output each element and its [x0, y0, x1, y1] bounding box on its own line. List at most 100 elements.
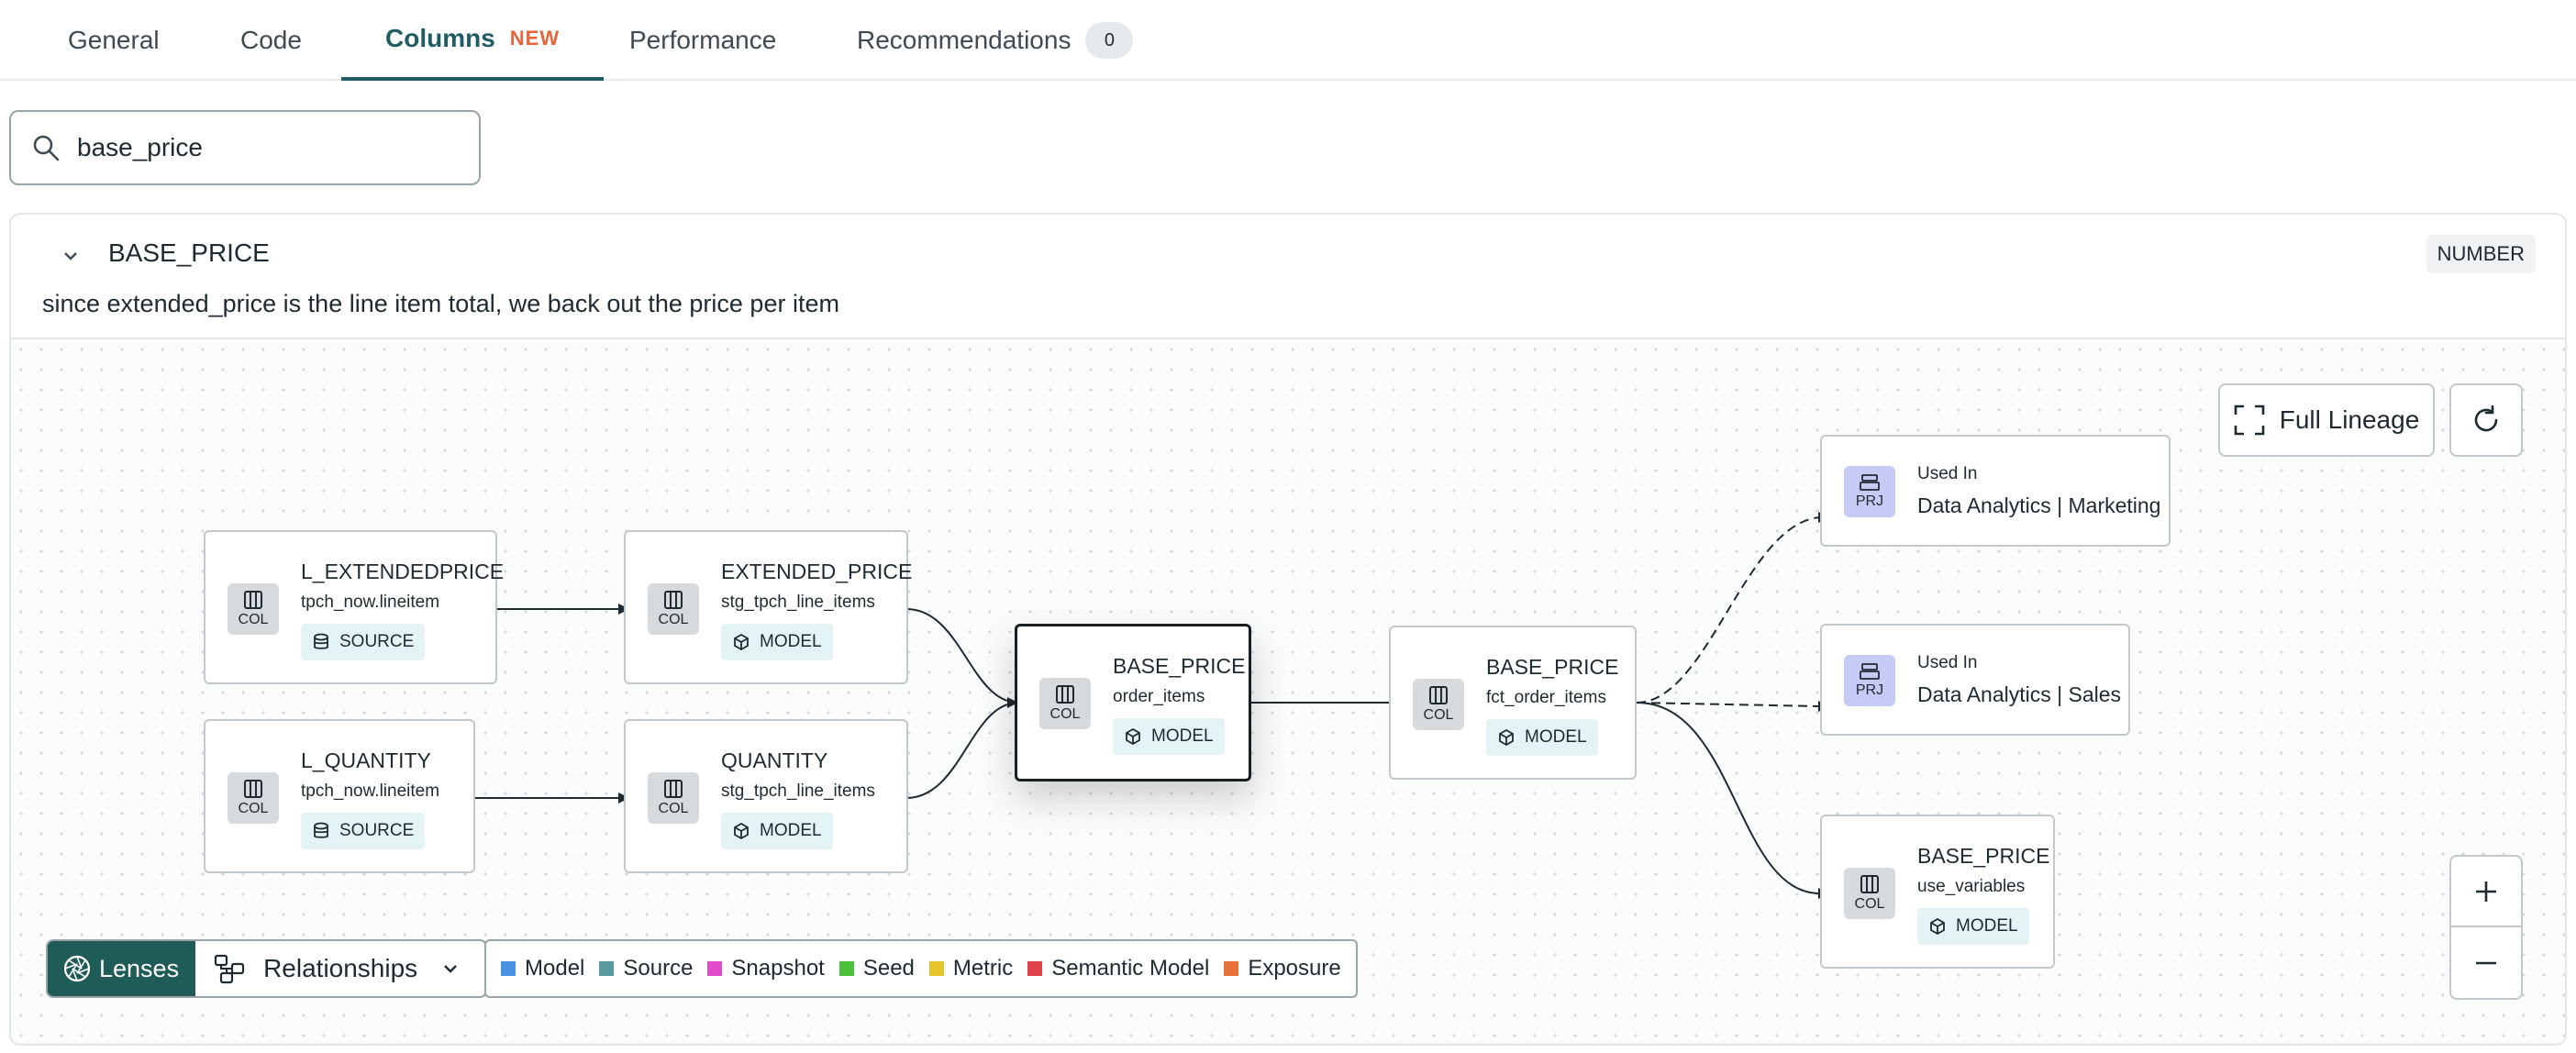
- plus-icon: [2476, 881, 2496, 902]
- relationships-icon: [214, 954, 245, 984]
- expand-icon: [2234, 405, 2265, 436]
- node-type-badge: MODEL: [721, 624, 833, 660]
- node-title: BASE_PRICE: [1113, 654, 1246, 678]
- col-label: COL: [1049, 706, 1081, 722]
- node-type-badge: MODEL: [1486, 719, 1598, 756]
- edge-quantity-to-base-price: [905, 702, 1019, 799]
- node-title: EXTENDED_PRICE: [721, 560, 913, 583]
- cube-icon: [1126, 727, 1140, 746]
- chevron-down-icon[interactable]: [57, 242, 84, 270]
- tab-columns-label: Columns: [385, 24, 495, 52]
- node-type-label: SOURCE: [339, 821, 415, 840]
- legend-label: Source: [623, 956, 694, 981]
- node-type-badge: MODEL: [721, 813, 833, 849]
- legend-swatch: [838, 961, 854, 976]
- cube-icon: [1499, 728, 1514, 747]
- database-icon: [314, 822, 328, 838]
- node-type-label: MODEL: [760, 632, 822, 651]
- cube-icon: [734, 633, 749, 651]
- lineage-node-quantity[interactable]: COL QUANTITY stg_tpch_line_items MODEL: [624, 719, 908, 873]
- tab-columns[interactable]: Columns NEW: [341, 0, 605, 81]
- node-title: Used In: [1917, 464, 1978, 483]
- tab-recommendations[interactable]: Recommendations 0: [857, 0, 1134, 81]
- relationships-label: Relationships: [263, 954, 418, 982]
- column-node-icon: COL: [228, 772, 279, 824]
- cube-icon: [734, 822, 749, 840]
- node-title: L_QUANTITY: [301, 748, 431, 772]
- new-badge: NEW: [509, 27, 561, 50]
- lineage-node-l-extendedprice[interactable]: COL L_EXTENDEDPRICE tpch_now.lineitem SO…: [204, 530, 504, 684]
- column-icon: [664, 591, 683, 609]
- node-title: BASE_PRICE: [1917, 844, 2050, 868]
- refresh-icon: [2474, 405, 2498, 432]
- database-icon: [314, 633, 328, 649]
- relationships-dropdown[interactable]: Relationships: [195, 941, 485, 996]
- chevron-down-icon: [444, 965, 458, 973]
- node-subtitle: tpch_now.lineitem: [301, 781, 440, 801]
- arrow-head: [1007, 697, 1018, 708]
- lineage-node-base-price-fct-order-items[interactable]: COL BASE_PRICE fct_order_items MODEL: [1389, 626, 1637, 780]
- tab-recommendations-label: Recommendations: [857, 26, 1071, 54]
- refresh-button[interactable]: [2449, 383, 2523, 457]
- tab-general-label: General: [68, 26, 160, 54]
- column-node-icon: COL: [228, 583, 279, 635]
- edge-fct-to-sales: [1636, 702, 1821, 707]
- legend-item-seed: Seed: [838, 956, 915, 981]
- column-header: BASE_PRICE NUMBER since extended_price i…: [11, 215, 2565, 338]
- node-subtitle: stg_tpch_line_items: [721, 593, 875, 612]
- tab-code[interactable]: Code: [240, 0, 302, 81]
- node-subtitle: fct_order_items: [1486, 688, 1606, 707]
- node-title: QUANTITY: [721, 748, 828, 772]
- column-node-icon: COL: [648, 583, 699, 635]
- edge-fct-to-marketing: [1636, 516, 1821, 704]
- lineage-node-base-price-order-items[interactable]: COL BASE_PRICE order_items MODEL: [1015, 624, 1251, 781]
- col-label: COL: [658, 801, 689, 816]
- column-icon: [1429, 686, 1448, 704]
- column-icon: [244, 591, 262, 609]
- column-icon: [1056, 685, 1074, 704]
- node-subtitle: Data Analytics | Sales: [1917, 682, 2122, 706]
- tab-performance[interactable]: Performance: [629, 0, 776, 81]
- legend-item-metric: Metric: [928, 956, 1014, 981]
- legend-swatch: [599, 961, 615, 976]
- tab-performance-label: Performance: [629, 26, 777, 54]
- project-node-icon: PRJ: [1844, 466, 1895, 517]
- column-node-icon: COL: [1039, 678, 1091, 729]
- column-search: [9, 110, 481, 185]
- node-type-label: MODEL: [760, 821, 822, 840]
- legend-item-snapshot: Snapshot: [707, 956, 825, 981]
- minus-icon: [2476, 961, 2496, 964]
- node-title: L_EXTENDEDPRICE: [301, 560, 505, 583]
- column-node-icon: COL: [1844, 868, 1895, 919]
- resource-legend: Model Source Snapshot Seed Metric Semant…: [484, 939, 1358, 998]
- lineage-node-used-in-sales[interactable]: PRJ Used In Data Analytics | Sales: [1820, 624, 2130, 736]
- search-input[interactable]: [77, 133, 462, 162]
- lineage-node-l-quantity[interactable]: COL L_QUANTITY tpch_now.lineitem SOURCE: [204, 719, 475, 873]
- node-type-badge: SOURCE: [301, 624, 426, 660]
- lineage-node-base-price-use-variables[interactable]: COL BASE_PRICE use_variables MODEL: [1820, 815, 2055, 969]
- prj-label: PRJ: [1855, 493, 1884, 509]
- full-lineage-label: Full Lineage: [2279, 405, 2420, 434]
- col-label: COL: [238, 801, 269, 816]
- lineage-canvas[interactable]: COL L_EXTENDEDPRICE tpch_now.lineitem SO…: [11, 338, 2565, 1044]
- aperture-icon: [63, 955, 91, 982]
- column-description: since extended_price is the line item to…: [42, 290, 839, 317]
- lenses-toolbar: Lenses Relationships: [46, 939, 488, 998]
- legend-label: Exposure: [1248, 956, 1341, 981]
- full-lineage-button[interactable]: Full Lineage: [2218, 383, 2435, 457]
- legend-item-model: Model: [501, 956, 584, 981]
- lineage-node-used-in-marketing[interactable]: PRJ Used In Data Analytics | Marketing: [1820, 435, 2171, 547]
- lineage-node-extended-price[interactable]: COL EXTENDED_PRICE stg_tpch_line_items M…: [624, 530, 912, 684]
- legend-swatch: [928, 961, 944, 976]
- project-node-icon: PRJ: [1844, 655, 1895, 706]
- legend-label: Metric: [952, 956, 1014, 981]
- tab-code-label: Code: [240, 26, 302, 54]
- zoom-in-button[interactable]: [2451, 857, 2521, 928]
- legend-label: Model: [525, 956, 585, 981]
- legend-swatch: [501, 961, 516, 976]
- node-title: Used In: [1917, 653, 1978, 672]
- tab-general[interactable]: General: [68, 0, 160, 81]
- lenses-button[interactable]: Lenses: [48, 941, 196, 996]
- node-subtitle: use_variables: [1917, 877, 2026, 896]
- zoom-out-button[interactable]: [2451, 927, 2521, 998]
